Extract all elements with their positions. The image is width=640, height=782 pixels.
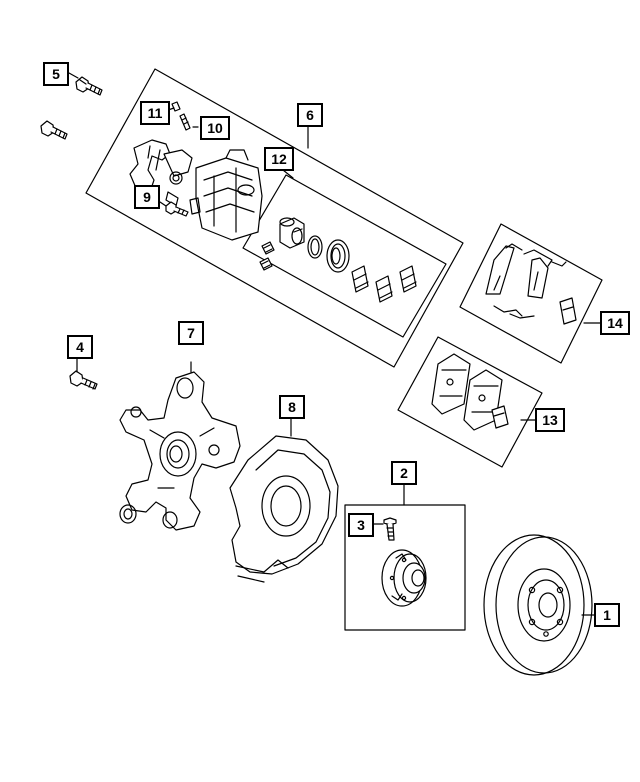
caliper-bracket [129,139,193,207]
brake-rotor [483,534,593,676]
guide-boot-1 [261,241,275,255]
bolt-5-bottom [40,120,68,140]
leader-9 [159,201,167,207]
pad-shims [351,265,417,303]
pad-set-13-group-box [397,336,543,468]
bolt-5-top [75,76,103,96]
seal-ring [307,235,323,259]
bleeder-cap-11 [171,101,181,112]
bolt-4 [69,370,98,390]
callout-9: 9 [134,185,160,209]
callout-7: 7 [178,321,204,345]
pads-14 [485,243,577,325]
caliper-assembly-group-box [85,68,464,368]
callout-13: 13 [535,408,565,432]
piston [279,217,305,249]
hub-bearing-group-box [344,504,466,631]
callout-14: 14 [600,311,630,335]
seal-kit-group-box [242,174,447,338]
callout-10: 10 [200,116,230,140]
steering-knuckle [119,371,241,531]
callout-3: 3 [348,513,374,537]
leader-5 [68,72,79,79]
splash-shield [229,435,339,583]
callout-5: 5 [43,62,69,86]
bleeder-screw-10 [179,113,199,131]
hub-bearing [381,549,427,607]
pad-set-14-group-box [459,223,603,364]
dust-boot [326,239,350,273]
callout-4: 4 [67,335,93,359]
callout-8: 8 [279,395,305,419]
caliper-body [189,149,263,241]
callout-6: 6 [297,103,323,127]
callout-12: 12 [264,147,294,171]
callout-11: 11 [140,101,170,125]
leader-12 [282,169,294,179]
pads-13 [431,353,509,431]
callout-1: 1 [594,603,620,627]
wheel-stud [383,517,397,541]
guide-bolt-9 [165,201,189,217]
callout-2: 2 [391,461,417,485]
guide-boot-2 [259,257,273,271]
